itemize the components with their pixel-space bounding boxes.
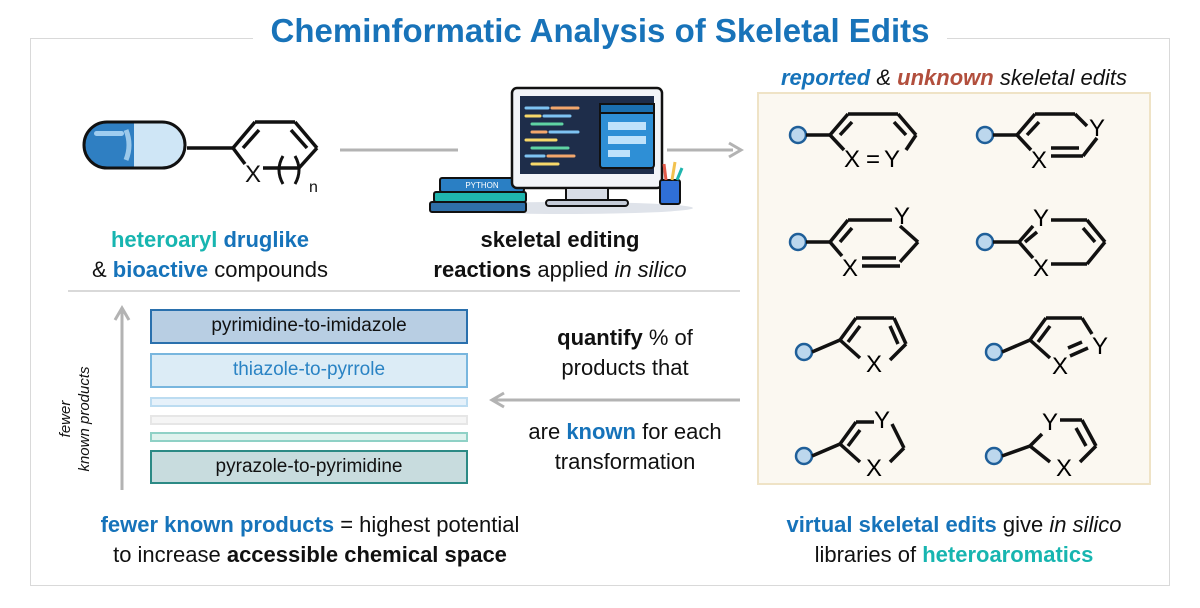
- structure-pyrimidine-xy-3: X Y: [788, 203, 920, 282]
- teal-book: [433, 191, 527, 203]
- bar-pyrazole-to-pyrimidine: pyrazole-to-pyrimidine: [150, 450, 468, 484]
- quantify-line1: quantify % of: [557, 325, 693, 350]
- svg-text:X: X: [866, 351, 882, 378]
- quantify-line4: transformation: [554, 449, 696, 474]
- pencil-cup: [659, 179, 681, 205]
- structure-five-ring-x-5: X: [794, 316, 908, 378]
- bar-unlabeled-2: [150, 415, 468, 425]
- code-lines: [524, 106, 580, 166]
- svg-text:Y: Y: [1033, 205, 1049, 232]
- svg-text:Y: Y: [1042, 409, 1058, 436]
- svg-text:Y: Y: [884, 146, 900, 173]
- svg-text:X: X: [1033, 255, 1049, 282]
- quantify-line3: are known for each: [528, 419, 722, 444]
- section-divider: [68, 290, 740, 292]
- computer-illustration: PYTHON: [429, 86, 693, 214]
- structure-five-ring-xy-8: Y X: [984, 409, 1098, 482]
- edits-heading: reported & unknown skeletal edits: [780, 65, 1128, 90]
- structure-five-ring-xy-7: Y X: [794, 407, 906, 482]
- arrow-to-edits: [667, 141, 744, 159]
- ranking-caption-line2: to increase accessible chemical space: [113, 542, 507, 567]
- structure-pyrimidine-xy-4: Y X: [975, 205, 1107, 282]
- ranking-axis-arrow: [113, 305, 131, 490]
- svg-text:Y: Y: [1089, 115, 1105, 142]
- arrow-to-ranking: [489, 391, 740, 409]
- svg-text:X: X: [842, 255, 858, 282]
- bar-unlabeled-1: [150, 397, 468, 407]
- left-caption-line1: heteroaryl druglike: [110, 227, 310, 252]
- ranking-axis-label: fewer known products: [57, 366, 93, 472]
- bar-thiazole-to-pyrrole: thiazole-to-pyrrole: [150, 353, 468, 388]
- svg-text:Y: Y: [874, 407, 890, 434]
- svg-text:X: X: [866, 455, 882, 482]
- edits-panel: [757, 92, 1151, 485]
- heteroaryl-ring-icon: X n: [187, 120, 319, 196]
- ring-x-label: X: [245, 161, 261, 188]
- python-label: PYTHON: [465, 181, 499, 190]
- middle-caption-line2: reactions applied in silico: [433, 257, 687, 282]
- ring-n-label: n: [309, 179, 318, 196]
- left-caption-line2: & bioactive compounds: [91, 257, 329, 282]
- svg-text:Y: Y: [894, 203, 910, 230]
- blue-book: [429, 201, 527, 213]
- drug-capsule-icon: [82, 120, 187, 170]
- svg-text:X: X: [1056, 455, 1072, 482]
- svg-text:Y: Y: [1092, 333, 1108, 360]
- svg-text:X: X: [1052, 353, 1068, 380]
- svg-text:=: =: [866, 146, 880, 173]
- middle-caption-line1: skeletal editing: [480, 227, 640, 252]
- edits-caption-line2: libraries of heteroaromatics: [814, 542, 1094, 567]
- structure-five-ring-xy-6: X Y: [984, 316, 1108, 380]
- bar-unlabeled-3: [150, 432, 468, 442]
- quantify-line2: products that: [561, 355, 689, 380]
- bar-pyrimidine-to-imidazole: pyrimidine-to-imidazole: [150, 309, 468, 344]
- structure-pyridine-xy-1: X = Y: [788, 112, 918, 173]
- ranking-caption-line1: fewer known products = highest potential: [100, 512, 520, 537]
- svg-text:X: X: [1031, 147, 1047, 174]
- svg-text:X: X: [844, 146, 860, 173]
- title-banner: Cheminformatic Analysis of Skeletal Edit…: [0, 12, 1200, 50]
- edits-caption-line1: virtual skeletal edits give in silico: [786, 512, 1122, 537]
- page-title: Cheminformatic Analysis of Skeletal Edit…: [252, 12, 948, 50]
- structure-pyridine-xy-2: X Y: [975, 112, 1105, 174]
- arrow-to-computer: [340, 148, 458, 152]
